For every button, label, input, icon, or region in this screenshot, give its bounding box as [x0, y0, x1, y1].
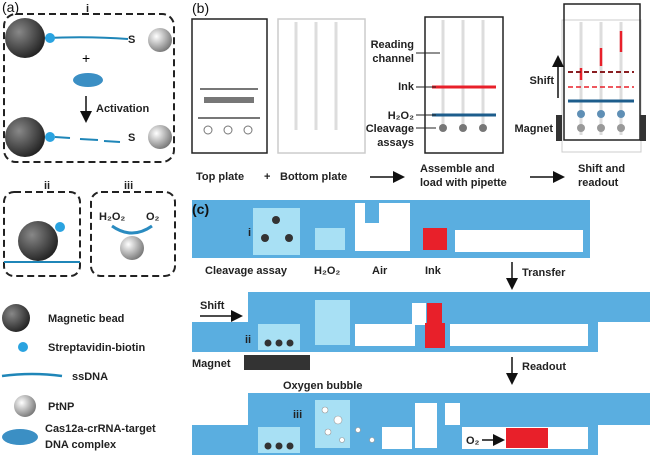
box-ii-label: ii [44, 180, 50, 192]
step-bottom-plate: Bottom plate [280, 171, 347, 183]
activation-label: Activation [96, 103, 149, 115]
h2o2-label: H₂O₂ [388, 110, 414, 122]
panel-a: (a) i S + Activation S ii iii H₂O₂ O₂ Ma… [1, 0, 176, 451]
cleavage-label: assays [377, 137, 414, 149]
oxygen-bubbles [321, 406, 375, 443]
ink-well [423, 228, 447, 250]
legend: Magnetic bead Streptavidin-biotin ssDNA … [1, 304, 156, 451]
reading-channel [450, 324, 588, 346]
step-assemble: load with pipette [420, 177, 507, 189]
legend-label: Streptavidin-biotin [48, 342, 145, 354]
reaction-arrow [111, 224, 153, 235]
ptnp-icon [148, 28, 172, 52]
cas12a-complex-icon [73, 73, 103, 87]
magnetic-bead-icon [2, 304, 30, 332]
box-iii [90, 191, 176, 277]
step-shift: Shift and [578, 163, 625, 175]
h2o2-label: H₂O₂ [99, 211, 125, 223]
ssdna-strand [44, 36, 129, 40]
ptnp-icon [14, 395, 36, 417]
shifted-bottom-plate [561, 19, 642, 153]
ink-readout [506, 428, 548, 448]
legend-label: DNA complex [45, 439, 117, 451]
cas12a-complex-icon [2, 429, 38, 445]
panel-a-label: (a) [2, 0, 19, 15]
shifted-top-plate [563, 3, 641, 141]
transfer-label: Transfer [522, 267, 566, 279]
streptavidin-icon [55, 222, 65, 232]
air-gap [355, 203, 410, 251]
shift-label: Shift [530, 75, 555, 87]
legend-label: ssDNA [72, 371, 108, 383]
cleavage-assay-well [253, 208, 300, 255]
magnetic-bead-icon [5, 18, 45, 58]
step-assemble: Assemble and [420, 163, 495, 175]
row2-label: ii [245, 334, 251, 346]
panel-b: (b) Reading channel Ink H₂O₂ Cleavage as… [191, 0, 646, 189]
ptnp-icon [120, 236, 144, 260]
reading-channel-label: Reading [371, 39, 414, 51]
ink-label: Ink [398, 81, 415, 93]
reading-channel [455, 230, 583, 252]
cleavage-assay-label: Cleavage assay [205, 265, 288, 277]
bottom-plate [277, 18, 366, 154]
ptnp-icon [148, 125, 172, 149]
air-label: Air [372, 265, 388, 277]
h2o2-label: H₂O₂ [314, 265, 340, 277]
panel-c: (c) i Cleavage assay H₂O₂ Air Ink Transf… [192, 200, 650, 455]
magnet-left [556, 115, 562, 141]
h2o2-well [315, 300, 350, 345]
ink-label: Ink [425, 265, 442, 277]
row1-label: i [248, 227, 251, 239]
step-top-plate: Top plate [196, 171, 244, 183]
h2o2-well-bubbles [315, 400, 350, 448]
panel-b-label: (b) [192, 0, 209, 16]
row2-top-channel [248, 292, 650, 322]
plus-sign: + [82, 50, 90, 66]
streptavidin-biotin-icon [18, 342, 28, 352]
ink-readout-bars [579, 31, 623, 80]
cleaved-ssdna [54, 136, 121, 143]
row3-label: iii [293, 409, 302, 421]
magnet-right [640, 115, 646, 141]
step-shift: readout [578, 177, 619, 189]
top-plate [191, 18, 268, 154]
streptavidin-icon [45, 132, 55, 142]
ink-well [425, 323, 445, 348]
h2o2-well [315, 228, 345, 250]
o2-label: O₂ [146, 211, 160, 223]
ink-well [427, 303, 442, 325]
legend-label: PtNP [48, 401, 74, 413]
magnet-label: Magnet [192, 358, 231, 370]
legend-label: Cas12a-crRNA-target [45, 423, 156, 435]
reading-channel-label: channel [372, 53, 414, 65]
top-plate-wells [198, 88, 260, 135]
shift-label: Shift [200, 300, 225, 312]
magnet-label: Magnet [515, 123, 554, 135]
box-i [3, 13, 175, 163]
box-ii [3, 191, 81, 277]
ssdna-icon [1, 372, 63, 378]
magnet [244, 355, 310, 370]
o2-label: O₂ [466, 435, 480, 447]
box-iii-label: iii [124, 180, 133, 192]
assembled-chip [424, 16, 504, 154]
panel-c-label: (c) [192, 201, 209, 217]
streptavidin-icon [45, 33, 55, 43]
thiol-label: S [128, 132, 135, 144]
magnetic-bead-icon [5, 117, 45, 157]
legend-label: Magnetic bead [48, 313, 124, 325]
readout-label: Readout [522, 361, 566, 373]
reading-channels [441, 20, 485, 130]
plus-sign: + [264, 171, 270, 183]
thiol-label: S [128, 34, 135, 46]
magnetic-bead-icon [18, 221, 58, 261]
box-i-label: i [86, 3, 89, 15]
bottom-plate-channels [294, 22, 338, 130]
cleavage-label: Cleavage [366, 123, 414, 135]
oxygen-bubble-label: Oxygen bubble [283, 380, 362, 392]
